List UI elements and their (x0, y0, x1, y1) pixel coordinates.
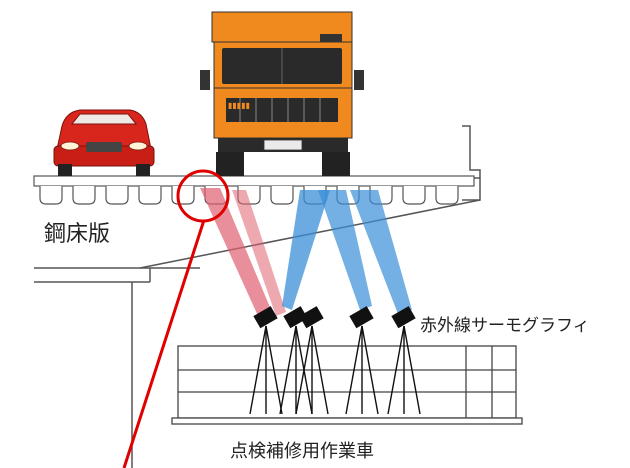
u-rib (72, 186, 96, 205)
work-vehicle-railing (171, 345, 523, 425)
u-rib (39, 186, 63, 205)
u-rib (171, 186, 195, 205)
thermography-cameras (249, 306, 421, 415)
tripod-camera (249, 306, 283, 415)
u-rib (402, 186, 426, 205)
u-rib (105, 186, 129, 205)
blue-beam-2 (318, 190, 372, 310)
car (53, 109, 155, 176)
truck: ▮▮▮▮▮ (200, 11, 364, 176)
thermography-beams (200, 188, 412, 316)
tripod-camera (295, 306, 329, 415)
red-beam-2 (232, 190, 286, 316)
red-beam-1 (200, 188, 272, 316)
vehicle-label: 点検補修用作業車 (230, 441, 374, 462)
blue-beam-3 (350, 190, 412, 314)
blue-beam-1 (282, 190, 330, 310)
tripod-camera (387, 306, 421, 415)
u-rib (435, 186, 459, 205)
thermography-label: 赤外線サーモグラフィ (420, 316, 590, 336)
tripod-camera (345, 306, 379, 415)
callout-marker (122, 169, 230, 468)
u-rib (270, 186, 294, 205)
truck-plate: ▮▮▮▮▮ (228, 101, 250, 110)
steel-deck-label: 鋼床版 (44, 222, 111, 247)
steel-deck (33, 175, 475, 205)
u-rib (138, 186, 162, 205)
